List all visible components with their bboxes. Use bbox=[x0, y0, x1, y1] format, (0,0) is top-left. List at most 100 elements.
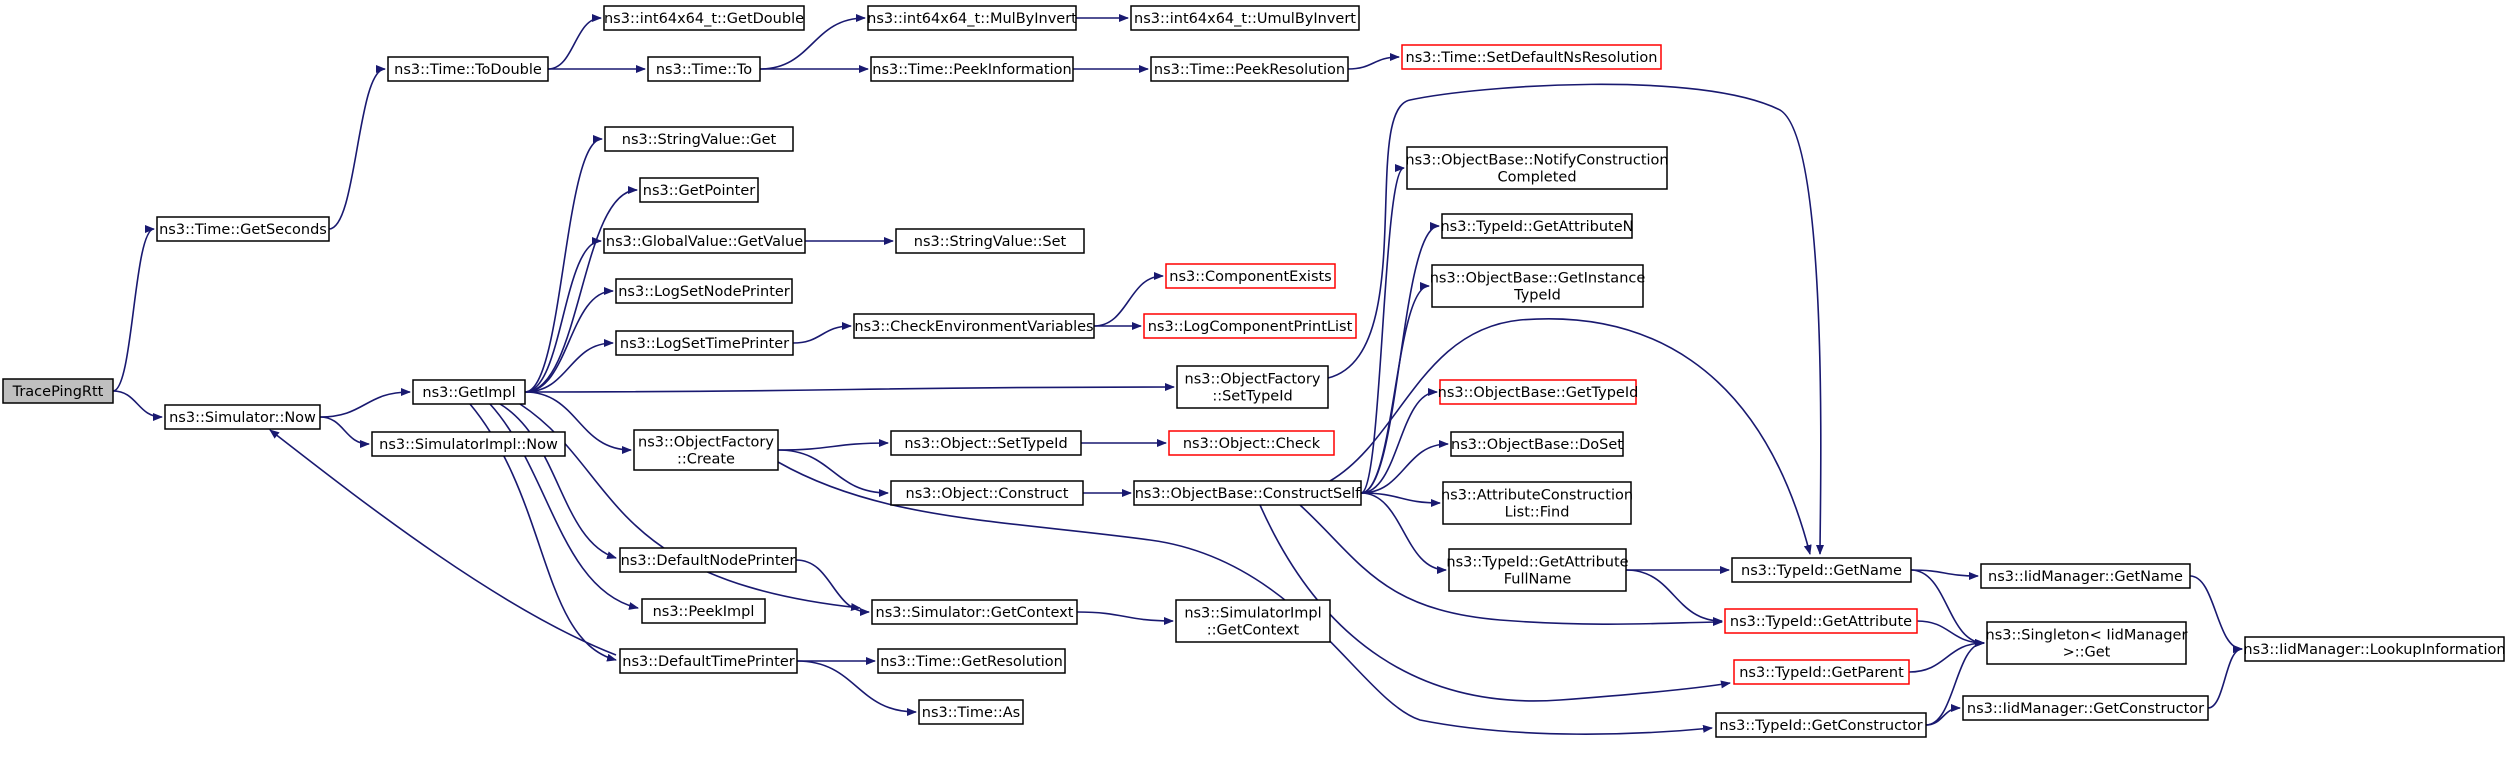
edge-checkEnvVars-to-componentExists bbox=[1093, 272, 1164, 327]
node-box bbox=[918, 699, 1024, 725]
node-box bbox=[603, 5, 805, 31]
node-logComponentPrintList[interactable]: ns3::LogComponentPrintList bbox=[1143, 313, 1357, 339]
node-box bbox=[1406, 146, 1668, 190]
node-box bbox=[603, 228, 806, 254]
node-label: >::Get bbox=[2063, 645, 2111, 661]
edge-constructSelf-to-attrConstructionFind bbox=[1360, 492, 1441, 507]
node-objectConstruct[interactable]: ns3::Object::Construct bbox=[890, 480, 1084, 506]
node-getAttributeN[interactable]: ns3::TypeId::GetAttributeN bbox=[1440, 213, 1634, 239]
node-getSeconds[interactable]: ns3::Time::GetSeconds bbox=[156, 216, 330, 242]
node-box bbox=[1442, 481, 1632, 525]
node-getDouble[interactable]: ns3::int64x64_t::GetDouble bbox=[603, 5, 805, 31]
edge-iidGetConstructor-to-iidLookup bbox=[2207, 645, 2243, 709]
node-box bbox=[1439, 379, 1637, 405]
node-label: ns3::int64x64_t::GetDouble bbox=[604, 11, 804, 27]
node-typeIdGetConstructor[interactable]: ns3::TypeId::GetConstructor bbox=[1715, 712, 1927, 738]
node-stringValueSet[interactable]: ns3::StringValue::Set bbox=[895, 228, 1085, 254]
node-simImplNow[interactable]: ns3::SimulatorImpl::Now bbox=[371, 431, 566, 457]
node-typeIdGetAttribute[interactable]: ns3::TypeId::GetAttribute bbox=[1724, 608, 1918, 634]
node-timeGetResolution[interactable]: ns3::Time::GetResolution bbox=[877, 648, 1066, 674]
node-objFactorySetTypeId[interactable]: ns3::ObjectFactory::SetTypeId bbox=[1176, 365, 1329, 409]
node-getImpl[interactable]: ns3::GetImpl bbox=[412, 379, 526, 405]
node-stringValueGet[interactable]: ns3::StringValue::Get bbox=[604, 126, 794, 152]
edge-typeIdGetName-to-singletonGet bbox=[1910, 569, 1985, 647]
node-label: ns3::int64x64_t::UmulByInvert bbox=[1134, 11, 1356, 27]
node-label: ns3::LogSetNodePrinter bbox=[618, 284, 790, 300]
node-box bbox=[641, 598, 766, 624]
edge-simNow-to-simImplNow bbox=[319, 416, 370, 448]
node-peekResolution[interactable]: ns3::Time::PeekResolution bbox=[1150, 56, 1349, 82]
node-box bbox=[1176, 365, 1329, 409]
node-label: ns3::Simulator::Now bbox=[169, 410, 316, 426]
node-box bbox=[619, 648, 798, 674]
node-toDouble[interactable]: ns3::Time::ToDouble bbox=[387, 56, 549, 82]
node-box bbox=[1175, 599, 1331, 643]
node-label: TypeId bbox=[1513, 288, 1561, 304]
node-objFactoryCreate[interactable]: ns3::ObjectFactory::Create bbox=[633, 429, 779, 471]
node-iidGetConstructor[interactable]: ns3::IidManager::GetConstructor bbox=[1962, 695, 2209, 721]
node-box bbox=[387, 56, 549, 82]
node-box bbox=[890, 480, 1084, 506]
node-doSet[interactable]: ns3::ObjectBase::DoSet bbox=[1450, 431, 1624, 457]
node-typeIdGetName[interactable]: ns3::TypeId::GetName bbox=[1731, 557, 1912, 583]
node-box bbox=[156, 216, 330, 242]
node-setDefaultNsRes[interactable]: ns3::Time::SetDefaultNsResolution bbox=[1401, 44, 1662, 70]
node-simNow[interactable]: ns3::Simulator::Now bbox=[164, 404, 321, 430]
node-iidGetName[interactable]: ns3::IidManager::GetName bbox=[1980, 563, 2191, 589]
node-globalValueGet[interactable]: ns3::GlobalValue::GetValue bbox=[603, 228, 806, 254]
node-root[interactable]: TracePingRtt bbox=[2, 378, 114, 404]
node-box bbox=[1441, 213, 1633, 239]
node-box bbox=[2, 378, 114, 404]
node-label: ns3::TypeId::GetName bbox=[1741, 563, 1902, 579]
node-label: ns3::Time::GetResolution bbox=[880, 654, 1063, 670]
node-typeIdGetParent[interactable]: ns3::TypeId::GetParent bbox=[1733, 659, 1910, 685]
node-box bbox=[371, 431, 566, 457]
node-label: ns3::ObjectBase::GetTypeId bbox=[1438, 385, 1639, 401]
node-simGetContext[interactable]: ns3::Simulator::GetContext bbox=[871, 599, 1078, 625]
node-label: ns3::Object::Check bbox=[1183, 436, 1321, 452]
edge-getImpl-to-defaultNodePrinter bbox=[499, 403, 617, 560]
node-objectCheck[interactable]: ns3::Object::Check bbox=[1168, 430, 1335, 456]
node-notifyConstruction[interactable]: ns3::ObjectBase::NotifyConstructionCompl… bbox=[1405, 146, 1669, 190]
edge-constructSelf-to-objBaseGetTypeId bbox=[1360, 388, 1438, 494]
node-logSetNodePrinter[interactable]: ns3::LogSetNodePrinter bbox=[615, 278, 793, 304]
node-box bbox=[1431, 264, 1644, 308]
node-constructSelf[interactable]: ns3::ObjectBase::ConstructSelf bbox=[1133, 480, 1362, 506]
node-label: ns3::CheckEnvironmentVariables bbox=[854, 319, 1093, 335]
node-box bbox=[1986, 621, 2187, 665]
node-defaultNodePrinter[interactable]: ns3::DefaultNodePrinter bbox=[619, 547, 797, 573]
edge-defaultNodePrinter-to-simGetContext bbox=[795, 559, 870, 616]
node-label: List::Find bbox=[1505, 505, 1570, 521]
node-iidLookup[interactable]: ns3::IidManager::LookupInformation bbox=[2243, 636, 2506, 662]
node-label: ns3::ObjectBase::ConstructSelf bbox=[1135, 486, 1361, 502]
node-defaultTimePrinter[interactable]: ns3::DefaultTimePrinter bbox=[619, 648, 798, 674]
node-objectSetTypeId[interactable]: ns3::Object::SetTypeId bbox=[890, 430, 1082, 456]
node-checkEnvVars[interactable]: ns3::CheckEnvironmentVariables bbox=[853, 313, 1095, 339]
edge-simNow-to-getImpl bbox=[319, 388, 411, 418]
node-logSetTimePrinter[interactable]: ns3::LogSetTimePrinter bbox=[615, 330, 794, 356]
node-timeAs[interactable]: ns3::Time::As bbox=[918, 699, 1024, 725]
node-peekInformation[interactable]: ns3::Time::PeekInformation bbox=[870, 56, 1074, 82]
edge-peekResolution-to-setDefaultNsRes bbox=[1347, 53, 1400, 70]
node-simImplGetContext[interactable]: ns3::SimulatorImpl::GetContext bbox=[1175, 599, 1331, 643]
node-singletonGet[interactable]: ns3::Singleton< IidManager >::Get bbox=[1986, 621, 2188, 665]
node-mulByInvert[interactable]: ns3::int64x64_t::MulByInvert bbox=[867, 5, 1077, 31]
node-umulByInvert[interactable]: ns3::int64x64_t::UmulByInvert bbox=[1130, 5, 1360, 31]
edge-root-to-getSeconds bbox=[112, 225, 155, 392]
edge-constructSelf-to-notifyConstruction bbox=[1360, 164, 1405, 494]
node-objBaseGetTypeId[interactable]: ns3::ObjectBase::GetTypeId bbox=[1438, 379, 1639, 405]
node-componentExists[interactable]: ns3::ComponentExists bbox=[1165, 263, 1336, 289]
node-getPointer[interactable]: ns3::GetPointer bbox=[639, 177, 759, 203]
node-label: ns3::ObjectBase::GetInstance bbox=[1430, 271, 1646, 287]
node-label: ns3::TypeId::GetConstructor bbox=[1719, 718, 1922, 734]
node-timeTo[interactable]: ns3::Time::To bbox=[647, 56, 761, 82]
node-box bbox=[1168, 430, 1335, 456]
node-peekImpl[interactable]: ns3::PeekImpl bbox=[641, 598, 766, 624]
node-box bbox=[1724, 608, 1918, 634]
node-label: ns3::Simulator::GetContext bbox=[876, 605, 1074, 621]
edges-layer bbox=[112, 14, 2243, 735]
